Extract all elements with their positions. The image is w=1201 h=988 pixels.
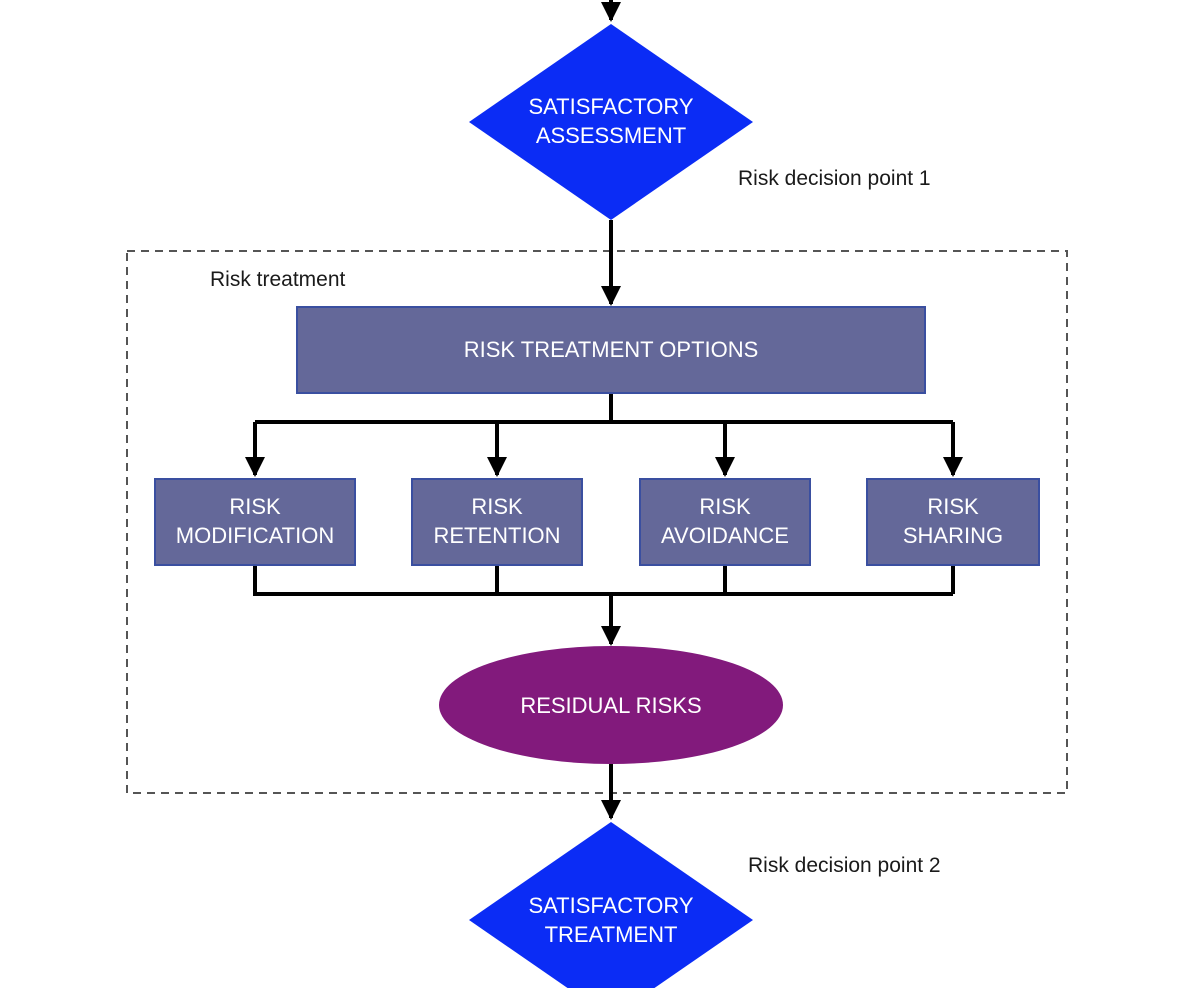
option-box xyxy=(639,478,811,566)
decision-satisfactory-treatment: SATISFACTORY TREATMENT xyxy=(469,822,753,988)
connectors xyxy=(245,0,963,820)
risk-treatment-group-label: Risk treatment xyxy=(210,268,346,291)
option-label-line1: RISK xyxy=(927,494,979,519)
decision-label-line2: ASSESSMENT xyxy=(536,123,686,148)
option-box xyxy=(154,478,356,566)
option-label-line2: RETENTION xyxy=(433,523,560,548)
decision-label-line1: SATISFACTORY xyxy=(528,893,693,918)
option-risk-modification: RISK MODIFICATION xyxy=(154,478,356,566)
residual-ellipse xyxy=(439,646,783,764)
option-risk-retention: RISK RETENTION xyxy=(411,478,583,566)
residual-risks-node: RESIDUAL RISKS xyxy=(439,646,783,764)
decision-label-line2: TREATMENT xyxy=(545,922,678,947)
option-label-line1: RISK xyxy=(471,494,523,519)
option-label-line1: RISK xyxy=(229,494,281,519)
option-box xyxy=(411,478,583,566)
decision-diamond xyxy=(469,24,753,220)
option-label-line2: MODIFICATION xyxy=(176,523,334,548)
option-risk-sharing: RISK SHARING xyxy=(866,478,1040,566)
decision-label-line1: SATISFACTORY xyxy=(528,94,693,119)
process-box xyxy=(296,306,926,394)
option-label-line2: SHARING xyxy=(903,523,1003,548)
process-label: RISK TREATMENT OPTIONS xyxy=(464,337,759,362)
risk-decision-point-2-label: Risk decision point 2 xyxy=(748,854,941,877)
decision-satisfactory-assessment: SATISFACTORY ASSESSMENT xyxy=(469,24,753,220)
risk-treatment-boundary xyxy=(126,250,1068,794)
option-risk-avoidance: RISK AVOIDANCE xyxy=(639,478,811,566)
option-label-line2: AVOIDANCE xyxy=(661,523,789,548)
option-label-line1: RISK xyxy=(699,494,751,519)
residual-label: RESIDUAL RISKS xyxy=(520,693,701,718)
decision-diamond xyxy=(469,822,753,988)
risk-treatment-options-box: RISK TREATMENT OPTIONS xyxy=(296,306,926,394)
option-box xyxy=(866,478,1040,566)
risk-decision-point-1-label: Risk decision point 1 xyxy=(738,167,931,190)
